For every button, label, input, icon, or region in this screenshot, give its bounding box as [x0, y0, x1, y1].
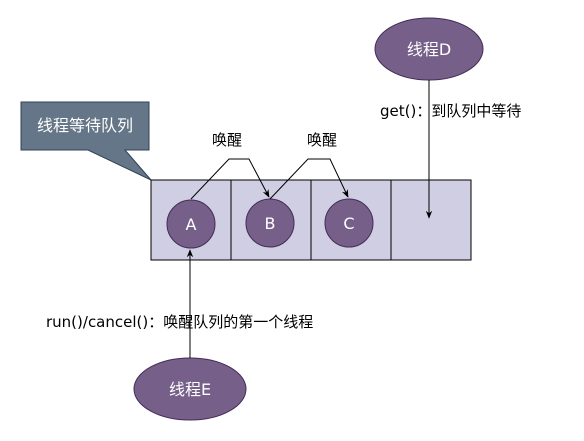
node-a-circle	[166, 199, 216, 249]
thread-e-label: 线程E	[169, 380, 211, 399]
callout-label: 线程等待队列	[37, 116, 133, 135]
wake-label-2: 唤醒	[307, 131, 337, 149]
node-c-label: C	[343, 214, 354, 233]
run-cancel-label: run()/cancel()：唤醒队列的第一个线程	[46, 313, 313, 331]
node-b-label: B	[265, 214, 276, 233]
node-c-circle	[324, 198, 374, 248]
node-a-label: A	[186, 215, 197, 234]
wake-arrow-a-to-b	[190, 158, 270, 200]
wake-arrow-b-to-c	[269, 158, 349, 200]
callout-shape	[20, 101, 152, 181]
wake-label-1: 唤醒	[212, 131, 242, 149]
get-label: get()：到队列中等待	[380, 102, 521, 120]
queue-node-c: C	[324, 198, 374, 248]
queue-node-a: A	[166, 199, 216, 249]
thread-e-node: 线程E	[133, 357, 247, 421]
thread-d-node: 线程D	[374, 17, 484, 81]
queue-callout: 线程等待队列	[20, 101, 152, 181]
thread-d-label: 线程D	[407, 40, 451, 59]
queue-cell-4	[390, 179, 472, 261]
queue-node-b: B	[245, 198, 295, 248]
